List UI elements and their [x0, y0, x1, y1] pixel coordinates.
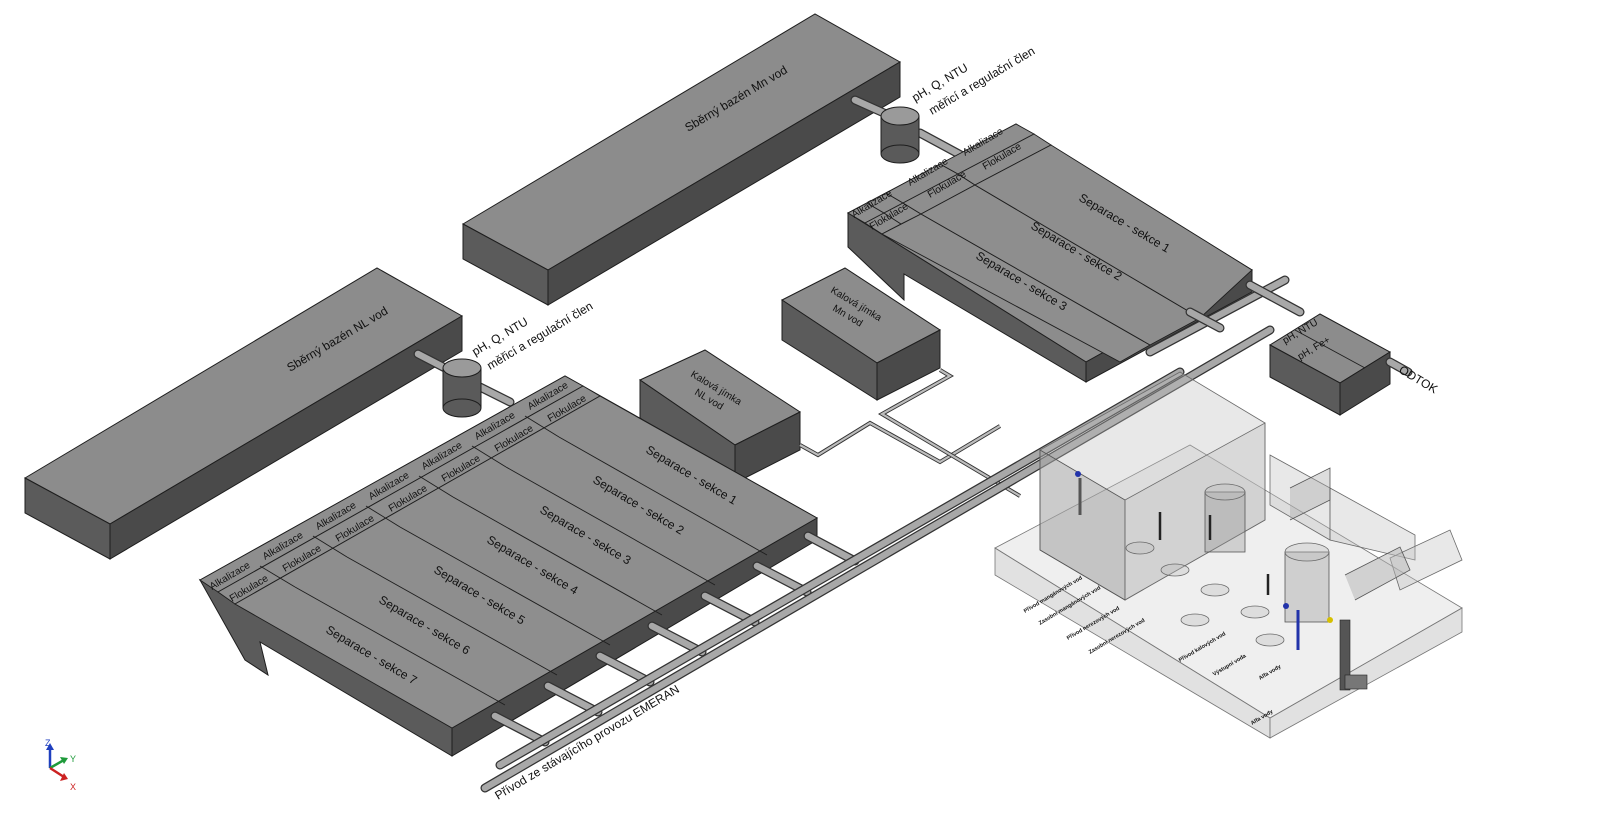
meter-cylinder-left[interactable] [442, 358, 482, 418]
axis-z-label: Z [45, 738, 51, 748]
pool-outlet-pipes [413, 95, 975, 407]
collection-pool-nl[interactable]: Sběrný bazén NL vod [23, 267, 463, 560]
meter-left-label: pH, Q, NTU měřicí a regulační člen [469, 299, 595, 373]
axis-x-label: X [70, 782, 76, 792]
sludge-sump-mn[interactable]: Kalová jímka Mn vod [781, 267, 941, 401]
left-tank-cells [199, 375, 818, 729]
separation-tank-right[interactable]: Alkalizace Flokulace Alkalizace Flokulac… [847, 123, 1253, 383]
meter-cylinder-top[interactable] [880, 106, 920, 164]
axis-y-label: Y [70, 754, 76, 764]
sludge-sump-nl[interactable]: Kalová jímka NL vod [638, 349, 801, 484]
outlet-pipe [1385, 357, 1413, 377]
axis-triad: Z Y X [45, 738, 76, 792]
sludge-lines [799, 368, 1022, 498]
meter-top-label: pH, Q, NTU měřicí a regulační člen [909, 44, 1037, 118]
main-collector-pipes[interactable] [480, 275, 1305, 793]
collection-pool-mn[interactable]: Sběrný bazén Mn vod [461, 13, 901, 306]
outlet-measure-box[interactable]: pH, NTU pH, Fe+ [1269, 313, 1391, 416]
right-tank-cells [847, 123, 1253, 363]
outlet-label: ODTOK [1396, 363, 1440, 397]
process-building[interactable] [994, 371, 1463, 739]
